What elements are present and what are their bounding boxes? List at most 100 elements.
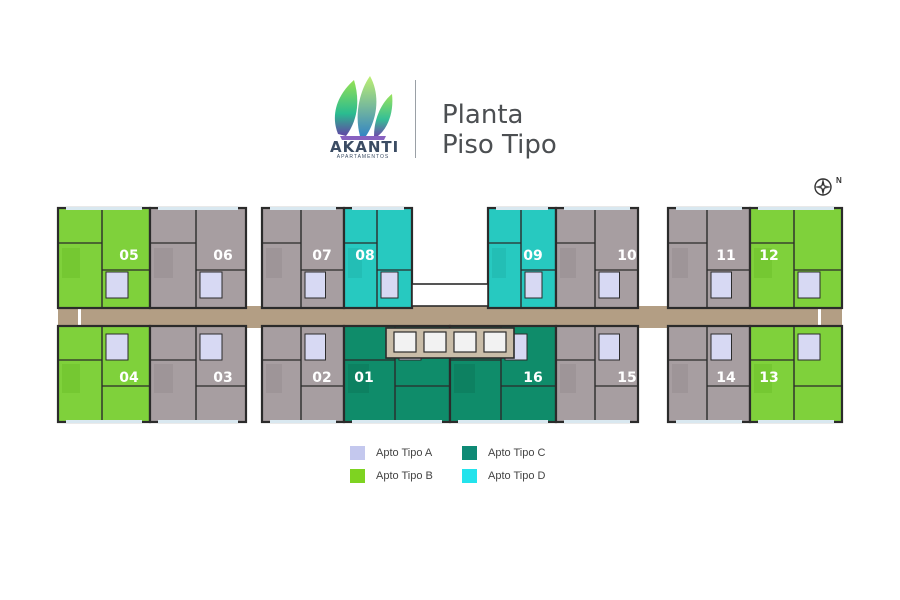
unit-06	[148, 206, 248, 310]
unit-room-shade	[560, 364, 576, 393]
elevator-4	[483, 331, 507, 353]
unit-room-shade	[62, 248, 80, 278]
unit-label: 06	[213, 248, 232, 264]
plan-core	[385, 283, 515, 359]
unit-window	[66, 420, 142, 423]
compass-north-label: N	[836, 176, 842, 185]
unit-room-shade	[672, 248, 688, 278]
akanti-logo	[330, 74, 396, 160]
unit-label: 16	[523, 370, 542, 386]
corridor	[58, 306, 842, 328]
unit-window	[496, 207, 548, 210]
unit-room-shade	[672, 364, 688, 393]
unit-room-shade	[154, 248, 173, 278]
unit-09	[486, 206, 558, 310]
elevator-1	[393, 331, 417, 353]
unit-label: 05	[119, 248, 138, 264]
unit-16	[448, 324, 558, 424]
elevator-3	[453, 331, 477, 353]
unit-13	[748, 324, 844, 424]
unit-window	[676, 207, 742, 210]
unit-bathroom	[304, 333, 326, 361]
unit-bathroom	[199, 271, 223, 299]
unit-bathroom	[199, 333, 223, 361]
unit-02	[260, 324, 346, 424]
stair-west-mark	[78, 302, 81, 328]
unit-label: 03	[213, 370, 232, 386]
unit-bathroom	[598, 271, 620, 299]
elevator-2	[423, 331, 447, 353]
unit-window	[564, 420, 630, 423]
unit-room-shade	[560, 248, 576, 278]
unit-bathroom	[797, 271, 821, 299]
compass: N	[812, 176, 844, 198]
unit-room-shade	[754, 364, 772, 393]
unit-bathroom	[105, 271, 129, 299]
legend-label: Apto Tipo A	[376, 447, 433, 459]
plan-units	[56, 206, 844, 424]
header-divider	[415, 80, 416, 158]
unit-label: 10	[617, 248, 637, 264]
title-line-2: Piso Tipo	[442, 130, 557, 160]
unit-room-shade	[454, 364, 475, 393]
legend-label: Apto Tipo D	[488, 470, 546, 482]
unit-window	[676, 420, 742, 423]
unit-label: 08	[355, 248, 374, 264]
unit-window	[352, 420, 442, 423]
unit-window	[270, 207, 336, 210]
legend-label: Apto Tipo C	[488, 447, 546, 459]
page-title: Planta Piso Tipo	[442, 100, 557, 160]
unit-room-shade	[62, 364, 80, 393]
unit-room-shade	[348, 364, 369, 393]
unit-bathroom	[380, 271, 399, 299]
unit-bathroom	[524, 271, 543, 299]
unit-window	[758, 420, 834, 423]
unit-room-shade	[754, 248, 772, 278]
brand-tagline: APARTAMENTOS	[336, 154, 390, 160]
unit-11	[666, 206, 752, 310]
leaf-logo-icon	[334, 76, 393, 140]
unit-label: 02	[312, 370, 331, 386]
legend-swatch	[462, 446, 477, 460]
unit-label: 09	[523, 248, 542, 264]
unit-window	[158, 207, 238, 210]
unit-12	[748, 206, 844, 310]
unit-label: 11	[716, 248, 735, 264]
legend-label: Apto Tipo B	[376, 470, 433, 482]
unit-window	[352, 207, 404, 210]
unit-bathroom	[797, 333, 821, 361]
unit-label: 04	[119, 370, 139, 386]
compass-rose-icon	[814, 178, 832, 196]
unit-window	[458, 420, 548, 423]
legend-swatch	[462, 469, 477, 483]
unit-label: 14	[716, 370, 736, 386]
unit-window	[158, 420, 238, 423]
unit-bathroom	[710, 271, 732, 299]
light-well	[411, 283, 489, 307]
unit-15	[554, 324, 640, 424]
unit-room-shade	[348, 248, 362, 278]
title-line-1: Planta	[442, 100, 524, 130]
unit-window	[270, 420, 336, 423]
unit-08	[342, 206, 414, 310]
legend-swatch	[350, 469, 365, 483]
unit-window	[66, 207, 142, 210]
stair-east-mark	[818, 302, 821, 328]
unit-window	[758, 207, 834, 210]
unit-window	[564, 207, 630, 210]
unit-room-shade	[266, 364, 282, 393]
unit-03	[148, 324, 248, 424]
unit-14	[666, 324, 752, 424]
unit-label: 13	[759, 370, 778, 386]
unit-label: 01	[354, 370, 373, 386]
unit-label: 07	[312, 248, 331, 264]
unit-room-shade	[266, 248, 282, 278]
brand-name: AKANTI	[330, 138, 400, 156]
unit-label: 12	[759, 248, 778, 264]
unit-05	[56, 206, 152, 310]
unit-07	[260, 206, 346, 310]
unit-floor	[554, 206, 640, 310]
unit-bathroom	[304, 271, 326, 299]
